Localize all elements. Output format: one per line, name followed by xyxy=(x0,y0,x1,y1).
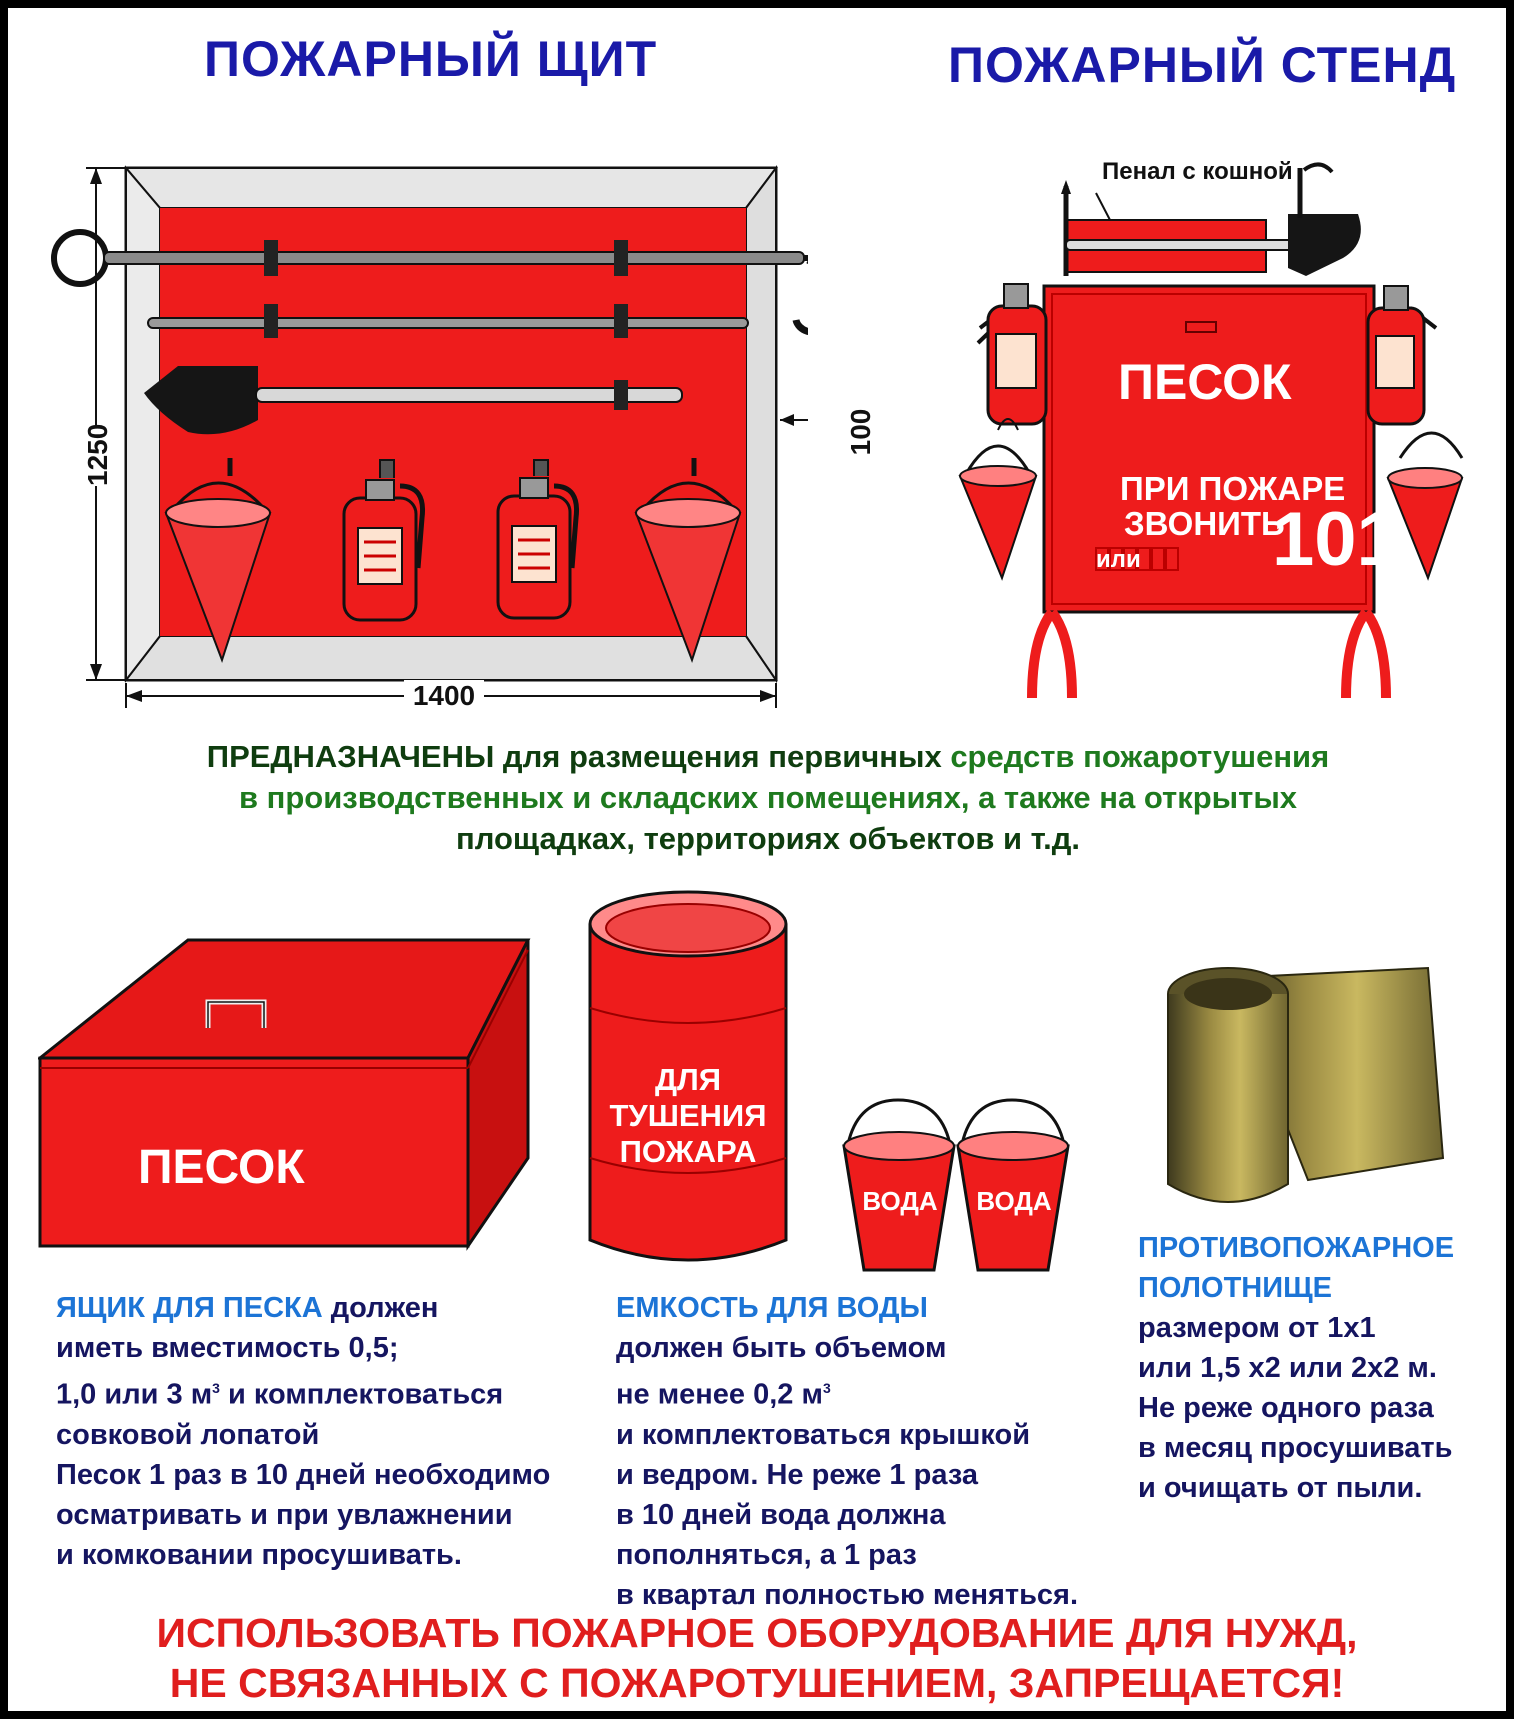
purpose-line3: площадках, территориях объектов и т.д. xyxy=(455,821,1081,856)
purpose-line1-b: для размещения первичных xyxy=(494,739,942,774)
warning-line2: НЕ СВЯЗАННЫХ С ПОЖАРОТУШЕНИЕМ, ЗАПРЕЩАЕТ… xyxy=(169,1660,1345,1706)
purpose-lead: ПРЕДНАЗНАЧЕНЫ xyxy=(206,739,495,774)
barrel-line2: ТУШЕНИЯ xyxy=(609,1098,767,1133)
blanket-line3: Не реже одного раза xyxy=(1138,1392,1434,1424)
purpose-line2-b: на открытых xyxy=(1090,780,1298,815)
sand-line3-a: 1,0 или 3 м xyxy=(56,1378,213,1411)
bucket1-label: ВОДА xyxy=(862,1186,938,1216)
water-tank-title: ЕМКОСТЬ ДЛЯ ВОДЫ xyxy=(616,1292,928,1324)
water-line6: в 10 дней вода должна xyxy=(616,1498,946,1531)
purpose-line1-c: средств пожаротушения xyxy=(941,739,1330,774)
barrel-text: ДЛЯ ТУШЕНИЯ ПОЖАРА xyxy=(588,1062,788,1170)
sand-line2: иметь вместимость 0,5; xyxy=(56,1332,399,1364)
water-line8: в квартал полностью меняться. xyxy=(616,1578,1079,1611)
shield-offset-label: 100 xyxy=(845,408,876,456)
barrel-line3: ПОЖАРА xyxy=(619,1134,757,1169)
sand-line3-b: и комплектоваться xyxy=(219,1378,504,1411)
shield-heading: ПОЖАРНЫЙ ЩИТ xyxy=(204,31,658,87)
bucket2-label: ВОДА xyxy=(976,1186,1052,1216)
stand-fire-line1: ПРИ ПОЖАРЕ xyxy=(1120,470,1346,507)
sand-box-label: ПЕСОК xyxy=(138,1141,305,1194)
sand-line5: Песок 1 раз в 10 дней необходимо xyxy=(56,1458,551,1491)
warning-text: ИСПОЛЬЗОВАТЬ ПОЖАРНОЕ ОБОРУДОВАНИЕ ДЛЯ Н… xyxy=(8,1608,1506,1708)
sand-box-description: ЯЩИК ДЛЯ ПЕСКА должен иметь вместимость … xyxy=(56,1288,550,1575)
water-line2: должен быть объемом xyxy=(616,1332,947,1364)
sand-line3-sup: 3 xyxy=(212,1380,220,1396)
purpose-line2-a: в производственных и складских помещения… xyxy=(238,780,1091,815)
blanket-line2: или 1,5 х2 или 2х2 м. xyxy=(1138,1352,1437,1384)
water-line3-sup: 3 xyxy=(822,1380,831,1396)
water-line4: и комплектоваться крышкой xyxy=(616,1418,1031,1451)
poster: ПОЖАРНЫЙ ЩИТ ПОЖАРНЫЙ СТЕНД xyxy=(8,8,1506,1711)
sand-line4: совковой лопатой xyxy=(56,1418,320,1451)
barrel-line1: ДЛЯ xyxy=(654,1062,722,1097)
water-line7: пополняться, а 1 раз xyxy=(616,1538,917,1571)
water-line5: и ведром. Не реже 1 раза xyxy=(616,1458,978,1491)
blanket-line5: и очищать от пыли. xyxy=(1138,1472,1423,1504)
stand-fire-line2: ЗВОНИТЬ xyxy=(1124,505,1285,542)
fire-shield-illustration xyxy=(51,165,808,708)
stand-heading: ПОЖАРНЫЙ СТЕНД xyxy=(948,37,1457,93)
blanket-line1: размером от 1х1 xyxy=(1138,1312,1376,1344)
stand-fire-line3: или xyxy=(1096,546,1141,573)
blanket-title1: ПРОТИВОПОЖАРНОЕ xyxy=(1138,1232,1455,1264)
shield-width-label: 1400 xyxy=(404,680,484,712)
fire-stand-illustration xyxy=(958,162,1464,699)
sand-line1: должен xyxy=(322,1292,439,1324)
blanket-line4: в месяц просушивать xyxy=(1138,1432,1453,1464)
water-tank-description: ЕМКОСТЬ ДЛЯ ВОДЫ должен быть объемом не … xyxy=(616,1288,1078,1615)
sand-box-title: ЯЩИК ДЛЯ ПЕСКА xyxy=(56,1292,323,1324)
phone-number: 101 xyxy=(1272,497,1399,582)
sand-line7: и комковании просушивать. xyxy=(56,1538,462,1571)
shield-height-label: 1250 xyxy=(82,423,114,486)
water-line3-a: не менее 0,2 м xyxy=(616,1378,823,1411)
fire-blanket-description: ПРОТИВОПОЖАРНОЕ ПОЛОТНИЩЕ размером от 1х… xyxy=(1138,1228,1454,1508)
fire-blanket-illustration xyxy=(1167,966,1445,1203)
sand-box-illustration xyxy=(38,938,531,1251)
warning-line1: ИСПОЛЬЗОВАТЬ ПОЖАРНОЕ ОБОРУДОВАНИЕ ДЛЯ Н… xyxy=(156,1610,1358,1656)
sand-line6: осматривать и при увлажнении xyxy=(56,1498,513,1531)
blanket-title2: ПОЛОТНИЩЕ xyxy=(1138,1272,1332,1304)
case-label: Пенал с кошной xyxy=(1102,158,1293,185)
water-tank-illustration xyxy=(588,890,1070,1272)
purpose-text: ПРЕДНАЗНАЧЕНЫ для размещения первичных с… xyxy=(68,736,1468,859)
stand-sand-label: ПЕСОК xyxy=(1118,354,1292,410)
